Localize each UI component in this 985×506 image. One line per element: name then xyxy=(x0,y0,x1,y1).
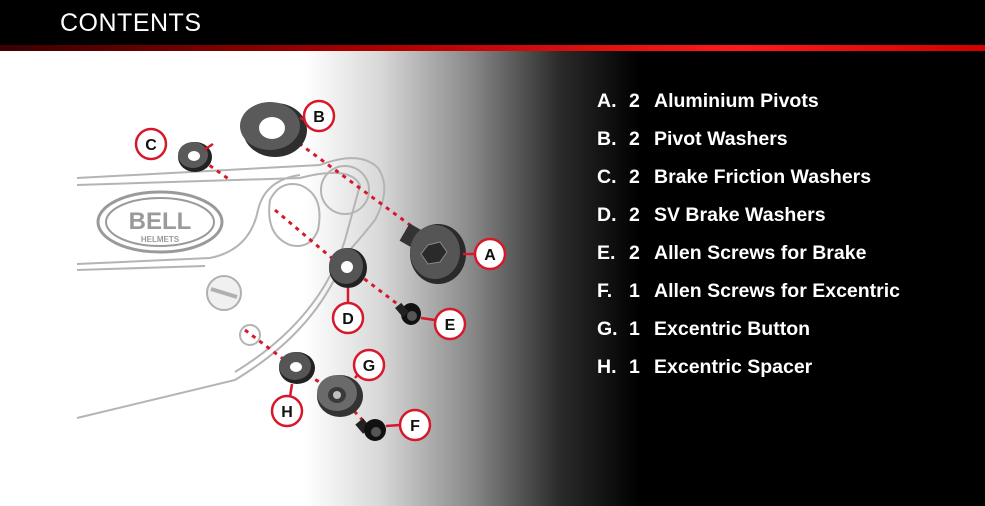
callout-c: C xyxy=(134,127,168,161)
part-qty: 2 xyxy=(629,90,640,112)
bell-logo: BELL HELMETS xyxy=(96,190,224,254)
part-c-brake-friction-washer xyxy=(178,142,212,172)
part-letter: D. xyxy=(597,204,617,226)
part-letter: E. xyxy=(597,242,616,264)
part-letter: C. xyxy=(597,166,617,188)
callout-h-label: H xyxy=(281,404,293,421)
part-name: Excentric Button xyxy=(654,318,811,340)
part-name: Allen Screws for Brake xyxy=(654,242,867,264)
gradient-panel xyxy=(0,51,985,506)
logo-brand: BELL xyxy=(129,208,192,235)
part-name: Pivot Washers xyxy=(654,128,788,150)
page-title: CONTENTS xyxy=(60,9,202,37)
part-qty: 2 xyxy=(629,204,640,226)
parts-list-item: H. 1 Excentric Spacer xyxy=(597,356,900,394)
callout-h: H xyxy=(270,394,304,428)
part-qty: 1 xyxy=(629,356,640,378)
callout-e-label: E xyxy=(445,317,456,334)
part-a-aluminium-pivot xyxy=(399,223,466,284)
callout-g-label: G xyxy=(363,358,375,375)
parts-list-item: B. 2 Pivot Washers xyxy=(597,128,900,166)
part-d-sv-brake-washer xyxy=(329,248,367,288)
parts-list-item: A. 2 Aluminium Pivots xyxy=(597,90,900,128)
part-name: SV Brake Washers xyxy=(654,204,826,226)
part-letter: H. xyxy=(597,356,617,378)
parts-list-item: F. 1 Allen Screws for Excentric xyxy=(597,280,900,318)
parts-list-item: D. 2 SV Brake Washers xyxy=(597,204,900,242)
part-letter: F. xyxy=(597,280,613,302)
part-name: Brake Friction Washers xyxy=(654,166,872,188)
header-red-stripe xyxy=(0,45,985,51)
part-qty: 2 xyxy=(629,242,640,264)
parts-list-item: G. 1 Excentric Button xyxy=(597,318,900,356)
part-qty: 2 xyxy=(629,128,640,150)
callout-b-label: B xyxy=(313,109,325,126)
callout-c-label: C xyxy=(145,137,157,154)
part-f-allen-screw xyxy=(355,418,386,441)
logo-sub: HELMETS xyxy=(141,235,180,244)
parts-list-item: E. 2 Allen Screws for Brake xyxy=(597,242,900,280)
callout-a-label: A xyxy=(484,247,496,264)
callout-g: G xyxy=(352,348,386,382)
part-qty: 2 xyxy=(629,166,640,188)
callout-b: B xyxy=(302,99,336,133)
part-name: Aluminium Pivots xyxy=(654,90,819,112)
callout-f-label: F xyxy=(410,418,420,435)
part-g-excentric-button xyxy=(317,375,363,417)
part-qty: 1 xyxy=(629,280,640,302)
callout-d-label: D xyxy=(342,311,354,328)
header-bar: CONTENTS xyxy=(0,0,985,50)
callout-a: A xyxy=(473,237,507,271)
part-letter: G. xyxy=(597,318,618,340)
slot-screw-head xyxy=(206,275,242,311)
part-name: Excentric Spacer xyxy=(654,356,813,378)
part-e-allen-screw xyxy=(395,302,421,325)
part-letter: A. xyxy=(597,90,617,112)
callout-d: D xyxy=(331,301,365,335)
helmet-shell-outline xyxy=(76,157,386,419)
part-qty: 1 xyxy=(629,318,640,340)
callout-f: F xyxy=(398,408,432,442)
exploded-parts-diagram: BELL HELMETS xyxy=(76,99,507,442)
part-b-pivot-washer xyxy=(240,102,307,157)
parts-list-item: C. 2 Brake Friction Washers xyxy=(597,166,900,204)
callout-e: E xyxy=(433,307,467,341)
part-letter: B. xyxy=(597,128,617,150)
part-name: Allen Screws for Excentric xyxy=(654,280,901,302)
part-h-excentric-spacer xyxy=(279,352,315,384)
